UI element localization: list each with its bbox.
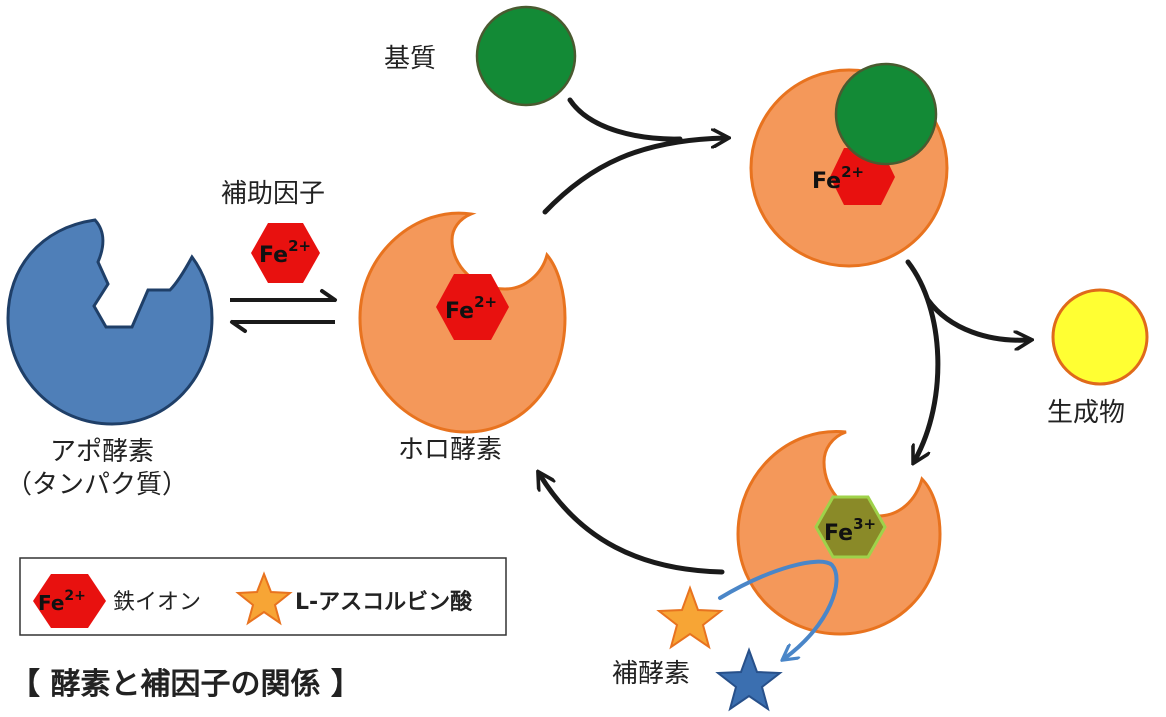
cofactor-fe2-hexagon-icon: Fe2+ <box>251 223 320 283</box>
substrate-binding-arrow-icon <box>542 138 725 215</box>
ascorbic-acid-star-icon <box>656 585 724 650</box>
product-release-arrow-icon <box>925 297 1028 340</box>
substrate-entry-arrow-icon <box>567 97 683 142</box>
substrate-circle <box>475 5 577 107</box>
product-label: 生成物 <box>1047 398 1125 428</box>
bound-substrate-circle <box>834 62 938 166</box>
holo-enzyme: Fe2+ <box>358 211 567 434</box>
release-arrow-icon <box>905 259 941 460</box>
oxidized-ascorbic-star-icon <box>715 647 783 712</box>
legend-fe2-hexagon-icon <box>33 574 106 628</box>
reduction-arrow-icon <box>718 559 839 658</box>
enzyme-substrate-complex: Fe2+ <box>749 62 949 268</box>
legend-iron-ion-label: 鉄イオン <box>113 590 201 615</box>
apo-enzyme-label: アポ酵素 <box>50 437 154 467</box>
apo-enzyme-shape <box>6 218 214 426</box>
svg-text:Fe2+: Fe2+ <box>812 163 864 194</box>
holo-enzyme-label: ホロ酵素 <box>398 435 502 465</box>
legend: Fe2+ 鉄イオン L-アスコルビン酸 <box>19 557 507 636</box>
fe3-hexagon-icon <box>814 495 887 559</box>
legend-star-icon <box>235 571 293 626</box>
svg-text:Fe2+: Fe2+ <box>445 293 497 324</box>
product-circle <box>1051 288 1149 386</box>
holo-fe2-hexagon-icon <box>436 274 509 340</box>
oxidized-enzyme: Fe3+ <box>736 430 942 636</box>
legend-ascorbic-label: L-アスコルビン酸 <box>295 590 473 615</box>
apo-enzyme-protein-label: （タンパク質） <box>6 470 188 500</box>
regeneration-arrow-icon <box>540 475 725 575</box>
equilibrium-arrow-icon <box>230 289 337 333</box>
cofactor-label: 補助因子 <box>221 179 325 209</box>
svg-text:Fe3+: Fe3+ <box>824 515 876 546</box>
coenzyme-label: 補酵素 <box>612 659 690 689</box>
substrate-label: 基質 <box>384 44 436 74</box>
svg-text:Fe2+: Fe2+ <box>38 588 86 615</box>
svg-text:Fe2+: Fe2+ <box>259 237 311 268</box>
diagram-caption: 【 酵素と補因子の関係 】 <box>10 667 361 702</box>
